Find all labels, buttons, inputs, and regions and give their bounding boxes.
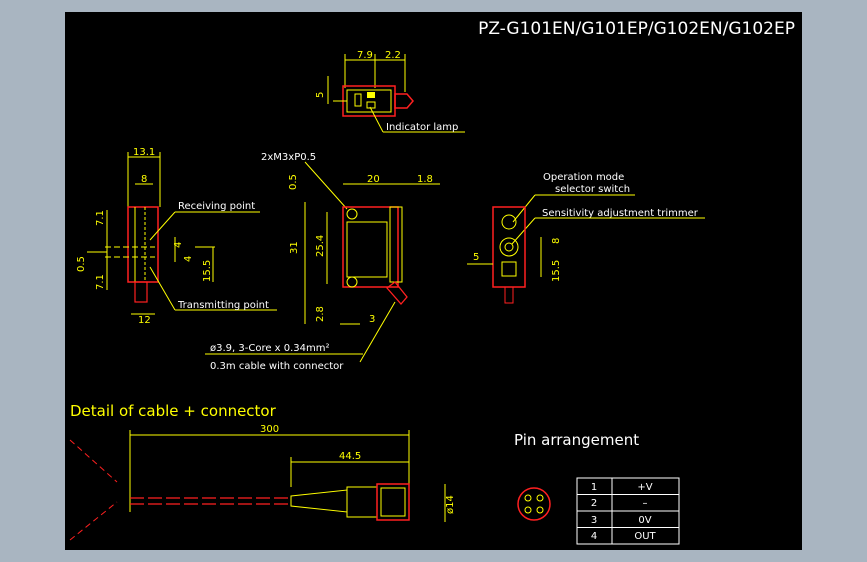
drawing-title: PZ-G101EN/G101EP/G102EN/G102EP [478,19,795,39]
drawing-canvas: PZ-G101EN/G101EP/G102EN/G102EP 7.9 2.2 5… [65,12,802,550]
top-view: 7.9 2.2 5 Indicator lamp [315,50,465,133]
pin-3-number: 3 [591,515,597,526]
cable-detail-heading: Detail of cable + connector [70,402,277,420]
dim-8-side: 8 [141,174,147,185]
pin-2-signal: – [643,498,648,509]
dim-7-1-bottom: 7.1 [95,274,106,290]
front-view: 2xM3xP0.5 0.5 20 1.8 31 25.4 2.8 3 ø3.9,… [205,152,440,372]
dim-15-5-side: 15.5 [202,260,213,282]
dim-12: 12 [138,315,151,326]
transmitting-point-label: Transmitting point [177,300,269,311]
back-view: Operation mode selector switch Sensitivi… [467,172,705,304]
dim-4-b: 4 [183,256,194,262]
cable-detail: Detail of cable + connector 300 44.5 ø14 [69,402,456,541]
pin-1-signal: +V [637,482,652,493]
screw-spec-label: 2xM3xP0.5 [261,152,316,163]
dim-13-1: 13.1 [133,147,155,158]
dim-31: 31 [289,241,300,254]
dim-1-8: 1.8 [417,174,433,185]
dim-8-back: 8 [551,238,562,244]
sensitivity-label: Sensitivity adjustment trimmer [542,208,699,219]
dim-7-1-top: 7.1 [95,210,106,226]
dim-3: 3 [369,314,375,325]
dim-2-2: 2.2 [385,50,401,61]
dim-diam-14: ø14 [445,495,456,514]
cable-length-label: 0.3m cable with connector [210,361,344,372]
dim-20: 20 [367,174,380,185]
dim-7-9: 7.9 [357,50,373,61]
pin-1-number: 1 [591,482,597,493]
pin-4-number: 4 [591,531,597,542]
dim-44-5: 44.5 [339,451,361,462]
dim-25-4: 25.4 [315,235,326,257]
pin-arrangement-heading: Pin arrangement [514,431,639,449]
dim-4-a: 4 [173,242,184,248]
pin-arrangement: Pin arrangement 1 +V 2 – 3 0V 4 OUT [514,431,680,545]
receiving-point-label: Receiving point [178,201,255,212]
technical-drawing: PZ-G101EN/G101EP/G102EN/G102EP 7.9 2.2 5… [69,19,795,545]
dim-2-8: 2.8 [315,306,326,322]
pin-4-signal: OUT [634,531,656,542]
cable-spec-label: ø3.9, 3-Core x 0.34mm² [210,343,330,354]
dim-300: 300 [260,424,279,435]
pin-3-signal: 0V [638,515,651,526]
op-mode-label-1: Operation mode [543,172,624,183]
pin-table: 1 +V 2 – 3 0V 4 OUT [576,477,680,545]
op-mode-label-2: selector switch [555,184,630,195]
dim-0-5-side: 0.5 [76,256,87,272]
dim-15-5-back: 15.5 [551,260,562,282]
side-view: 13.1 8 7.1 0.5 7.1 4 4 15.5 12 Receiving… [76,147,277,326]
dim-0-5-front: 0.5 [288,174,299,190]
indicator-lamp-label: Indicator lamp [386,122,458,133]
pin-2-number: 2 [591,498,597,509]
dim-5-top: 5 [315,92,326,98]
dim-5-back: 5 [473,252,479,263]
